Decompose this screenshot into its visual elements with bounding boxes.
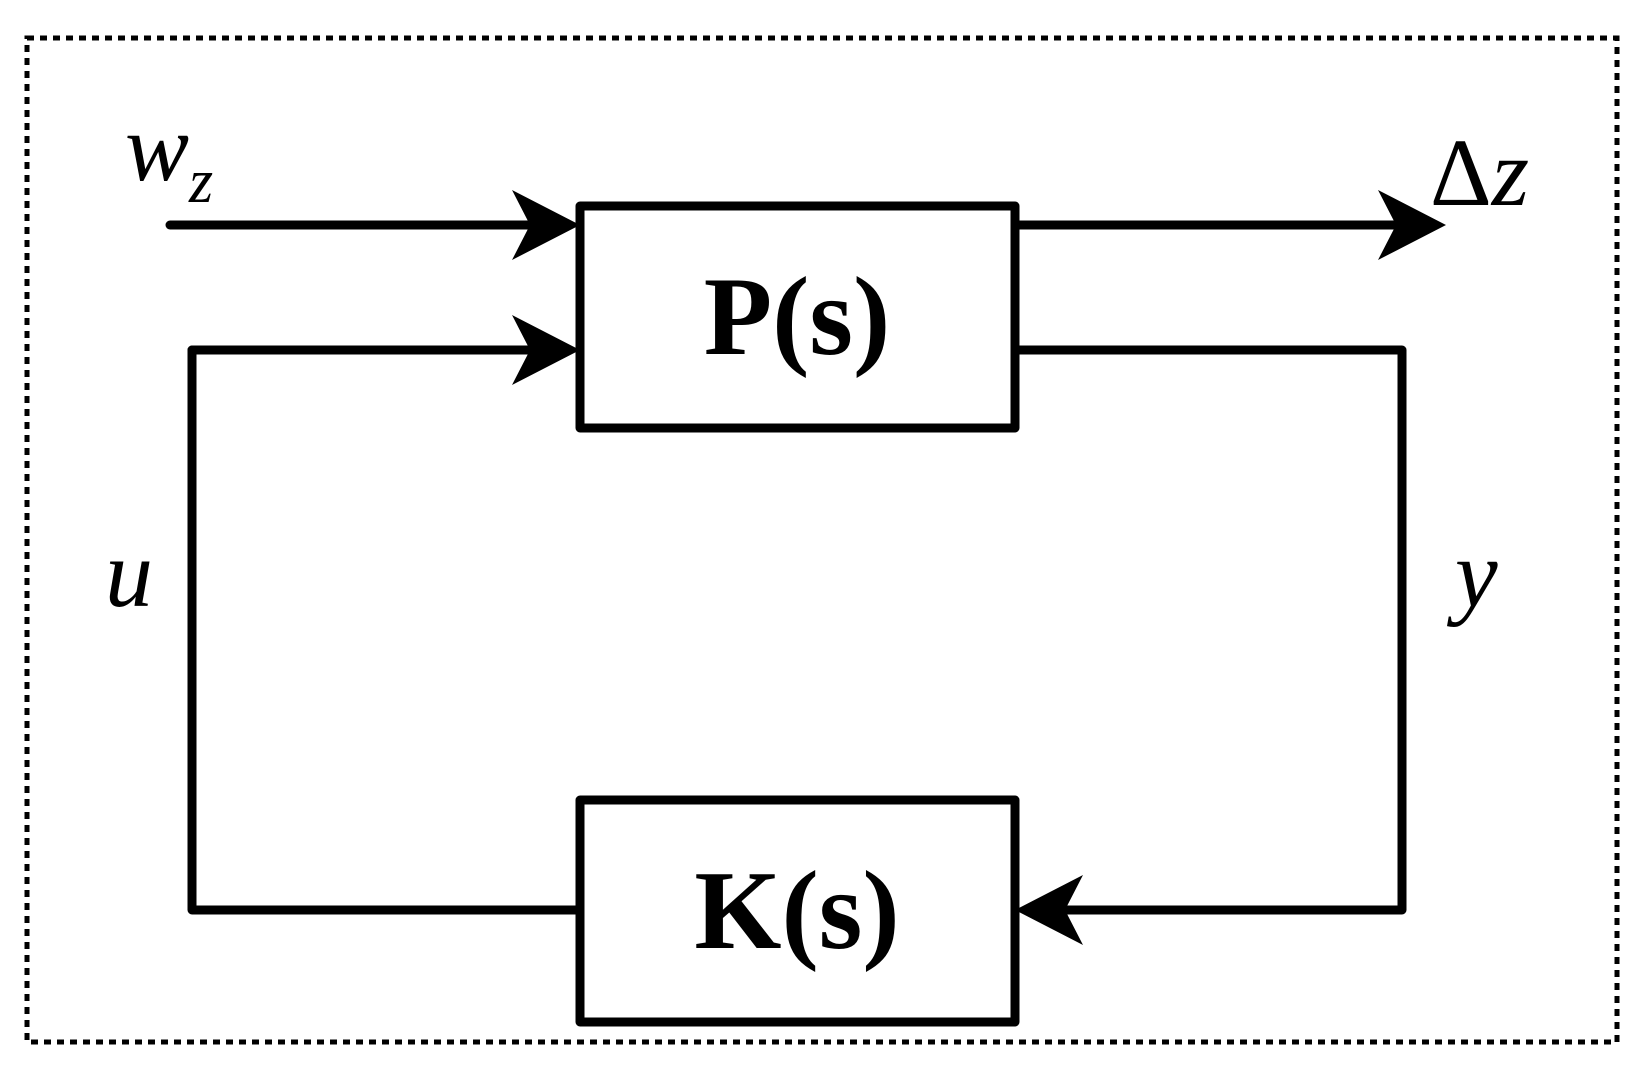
output-label-base: z xyxy=(1490,119,1529,226)
performance-output-arrowhead xyxy=(1378,190,1446,260)
disturbance-arrowhead xyxy=(512,190,580,260)
plant-block xyxy=(575,201,1020,433)
disturbance-label: wz xyxy=(125,94,213,216)
measurement-signal-label: y xyxy=(1446,520,1498,627)
control-signal-label: u xyxy=(105,520,153,627)
control-loop-wire xyxy=(187,345,585,915)
outer-frame xyxy=(24,35,1620,1045)
output-label: Δz xyxy=(1430,119,1529,226)
controller-label: K(s) xyxy=(694,849,899,973)
control-arrowhead xyxy=(512,315,580,385)
measurement-loop-wire xyxy=(1010,345,1407,915)
output-label-prefix: Δ xyxy=(1430,119,1492,226)
controller-block xyxy=(575,795,1020,1027)
plant-label: P(s) xyxy=(704,255,891,379)
measurement-arrowhead xyxy=(1015,875,1083,945)
disturbance-label-base: w xyxy=(125,94,189,201)
disturbance-label-subscript: z xyxy=(188,148,213,216)
